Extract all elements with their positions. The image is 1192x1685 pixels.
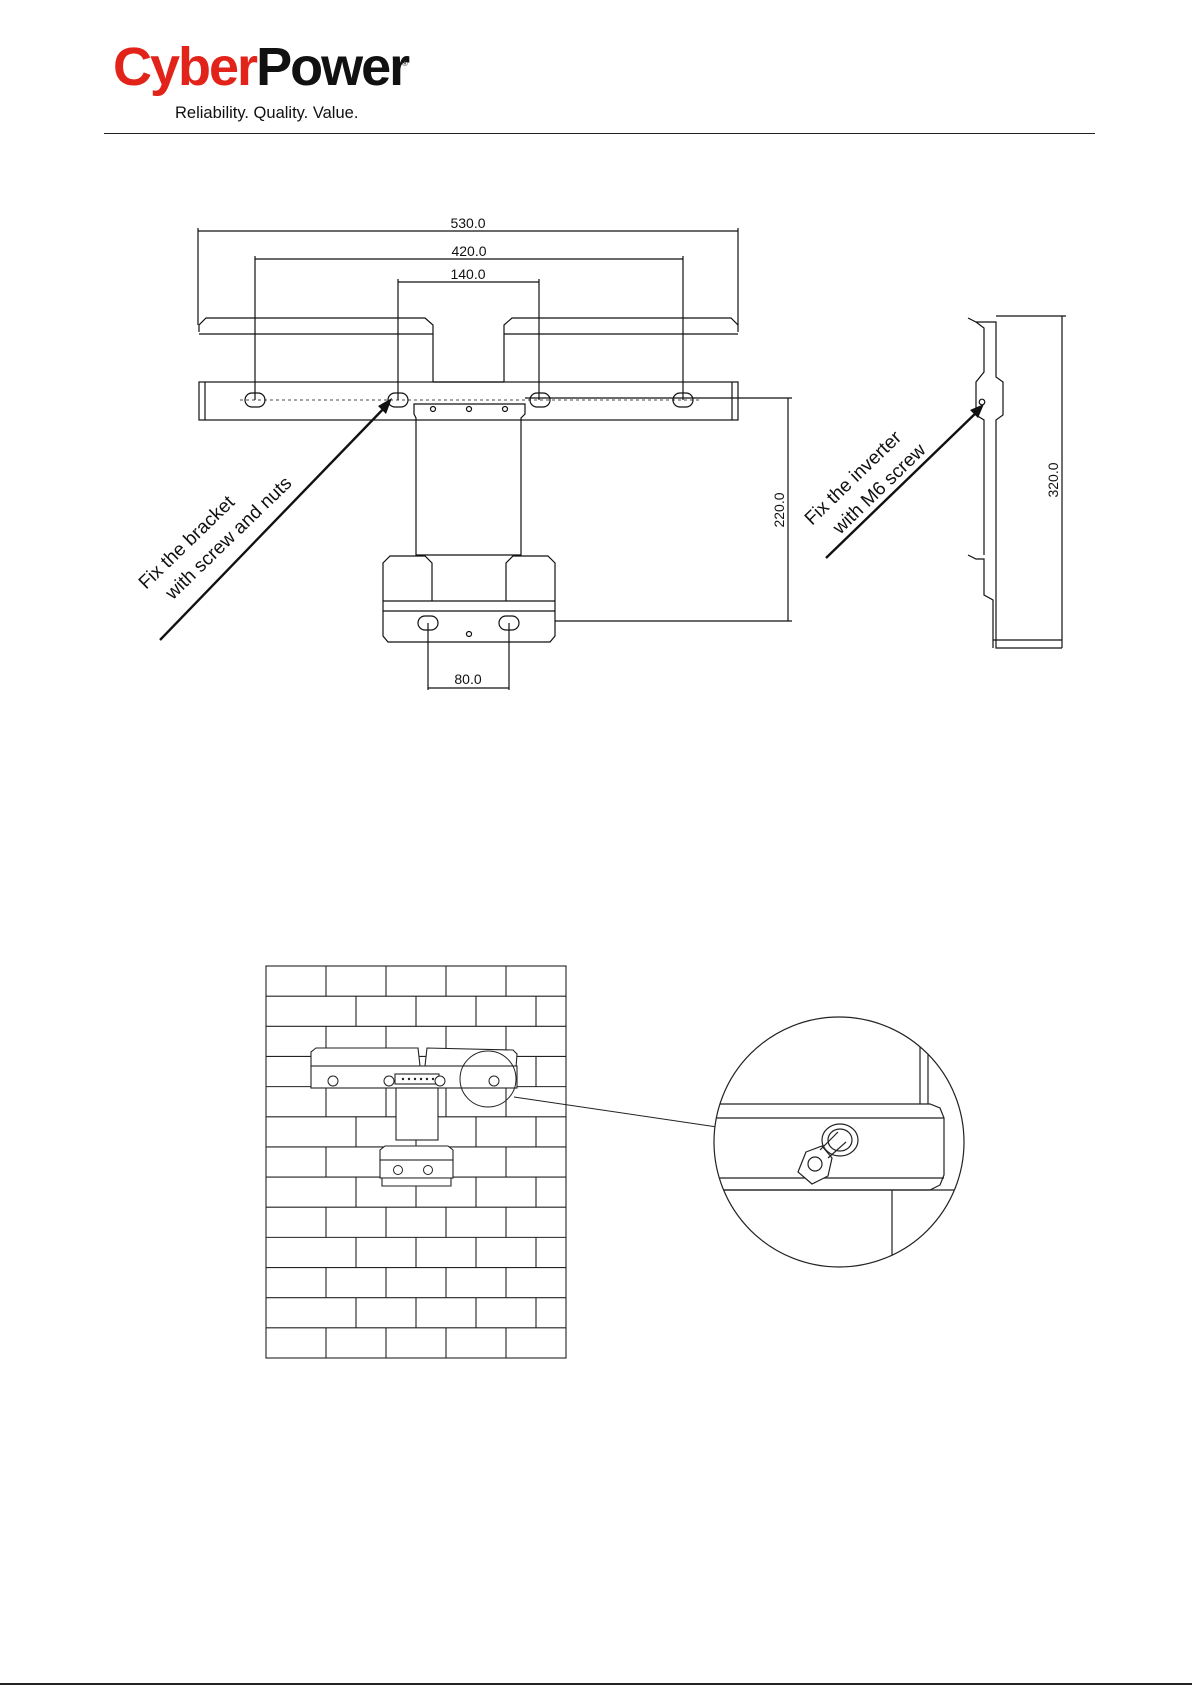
bracket-upper-bar xyxy=(199,382,738,420)
magnified-detail xyxy=(700,1000,1000,1290)
dim-label-530: 530.0 xyxy=(450,215,485,231)
bracket-technical-drawing: 530.0 420.0 140.0 80.0 220.0 320.0 Fix t… xyxy=(0,0,1192,700)
bracket-vertical-plate xyxy=(414,404,525,555)
bracket-lower-left-wing xyxy=(383,556,432,601)
detail-leader-line-1 xyxy=(514,1097,717,1127)
dim-label-320: 320.0 xyxy=(1045,462,1061,497)
dim-label-420: 420.0 xyxy=(451,243,486,259)
dim-label-140: 140.0 xyxy=(450,266,485,282)
dim-label-220: 220.0 xyxy=(771,492,787,527)
wall-installation-illustration xyxy=(0,940,1192,1390)
dim-label-80: 80.0 xyxy=(454,671,481,687)
